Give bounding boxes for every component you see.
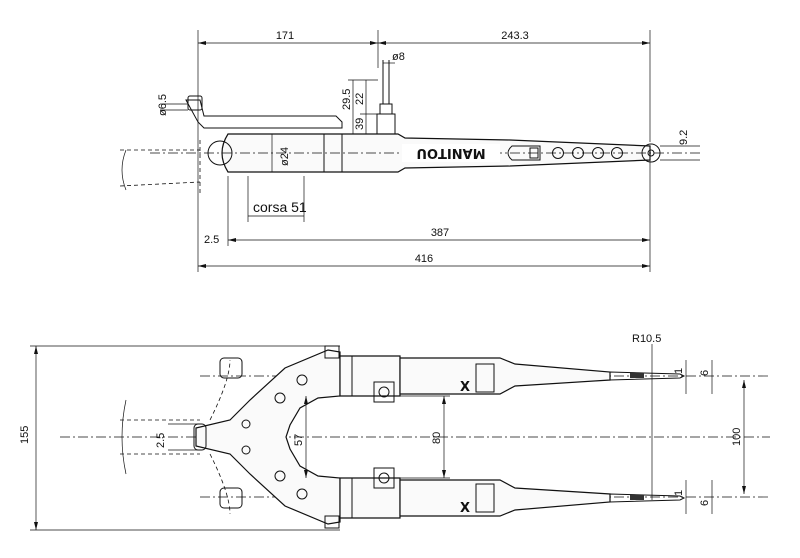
dim-243-3: 243.3 xyxy=(501,30,529,42)
dim-29-5: 29.5 xyxy=(341,89,353,110)
dim-39: 39 xyxy=(354,118,366,130)
dim-57: 57 xyxy=(293,434,305,446)
dim-d6-5: ø6.5 xyxy=(157,94,169,116)
dim-d24: ø24 xyxy=(279,147,291,166)
dim-22: 22 xyxy=(354,93,366,105)
xc-logo-top: X xyxy=(460,380,470,395)
dim-stroke-51: corsa 51 xyxy=(253,199,307,215)
dim-6-top: 6 xyxy=(699,370,711,376)
dim-1-bottom: 1 xyxy=(673,490,685,496)
manitou-logo: MANITOU xyxy=(416,145,485,160)
dim-171: 171 xyxy=(276,30,294,42)
dim-2-5-top: 2.5 xyxy=(204,234,219,246)
front-view: 155 2.5 xyxy=(19,333,770,531)
dim-1-top: 1 xyxy=(673,368,685,374)
dim-9-2: 9.2 xyxy=(678,130,690,145)
dim-416: 416 xyxy=(415,253,433,265)
dim-100: 100 xyxy=(731,428,743,446)
dim-387: 387 xyxy=(431,227,449,239)
dim-r10-5: R10.5 xyxy=(632,333,661,345)
top-view: 171 243.3 ø8 29.5 22 39 ø6.5 9.2 xyxy=(119,30,700,272)
dim-2-5-front: 2.5 xyxy=(155,433,167,448)
dim-6-bottom: 6 xyxy=(699,500,711,506)
dim-d8: ø8 xyxy=(392,51,405,63)
dim-80: 80 xyxy=(431,432,443,444)
xc-logo-bottom: X xyxy=(460,501,470,516)
dim-155: 155 xyxy=(19,426,31,444)
